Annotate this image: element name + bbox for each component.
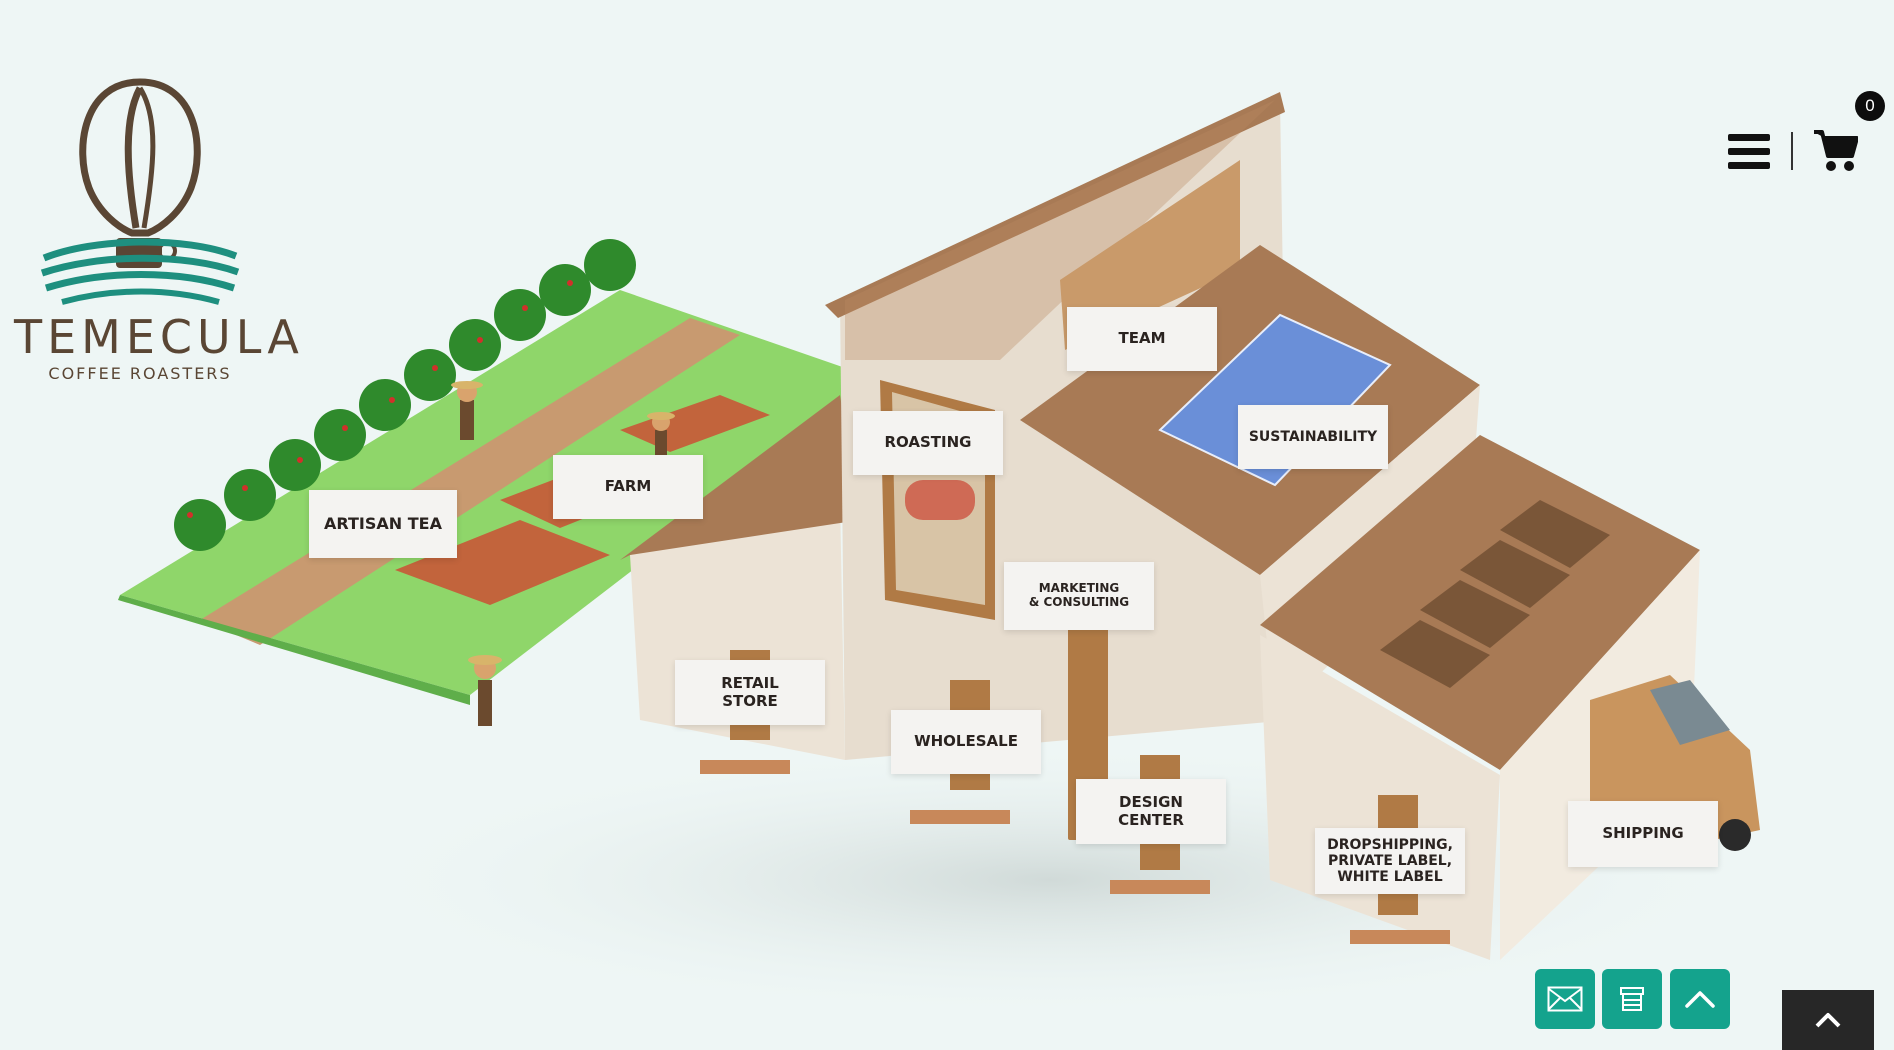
skylights (1380, 500, 1610, 688)
caret-up-icon (1815, 1013, 1841, 1028)
farm-edge (118, 595, 470, 705)
email-button[interactable] (1535, 969, 1595, 1029)
back-to-top-button[interactable] (1782, 990, 1874, 1050)
farmer-figure (647, 412, 675, 460)
brand-tagline: COFFEE ROASTERS (48, 364, 232, 383)
hotspot-dropshipping[interactable]: DROPSHIPPING, PRIVATE LABEL, WHITE LABEL (1315, 828, 1465, 894)
hotspot-shipping[interactable]: SHIPPING (1568, 801, 1718, 867)
chevron-up-icon (1685, 991, 1715, 1008)
scroll-up-button[interactable] (1670, 969, 1730, 1029)
header-divider (1791, 132, 1793, 170)
storefront-icon (1620, 987, 1644, 1011)
envelope-icon (1547, 986, 1583, 1012)
hotspot-artisan-tea[interactable]: ARTISAN TEA (309, 490, 457, 558)
farm-path (200, 318, 740, 645)
house-roof-edge (825, 92, 1285, 318)
hotspot-design-center[interactable]: DESIGN CENTER (1076, 779, 1226, 844)
store-locator-button[interactable] (1602, 969, 1662, 1029)
balloon-cup-icon (40, 78, 240, 305)
drying-bed (395, 520, 610, 605)
hotspot-farm[interactable]: FARM (553, 455, 703, 519)
farmer-figure (468, 655, 502, 726)
farmer-figure (451, 381, 483, 440)
hotspot-roasting[interactable]: ROASTING (853, 411, 1003, 475)
shopping-cart-icon[interactable] (1812, 126, 1859, 174)
temecula-logo[interactable]: TEMECULA COFFEE ROASTERS (14, 78, 304, 388)
cart-count-badge: 0 (1855, 91, 1885, 121)
hotspot-marketing-consulting[interactable]: MARKETING & CONSULTING (1004, 562, 1154, 630)
hotspot-team[interactable]: TEAM (1067, 307, 1217, 371)
hotspot-wholesale[interactable]: WHOLESALE (891, 710, 1041, 774)
hotspot-retail-store[interactable]: RETAIL STORE (675, 660, 825, 725)
upper-windows (1060, 160, 1240, 350)
hamburger-icon[interactable] (1728, 134, 1770, 170)
roaster-machine (905, 480, 975, 520)
brand-name: TEMECULA (14, 310, 304, 364)
solar-panel (1158, 313, 1392, 487)
hotspot-sustainability[interactable]: SUSTAINABILITY (1238, 405, 1388, 469)
coffee-tree-row (174, 239, 636, 551)
